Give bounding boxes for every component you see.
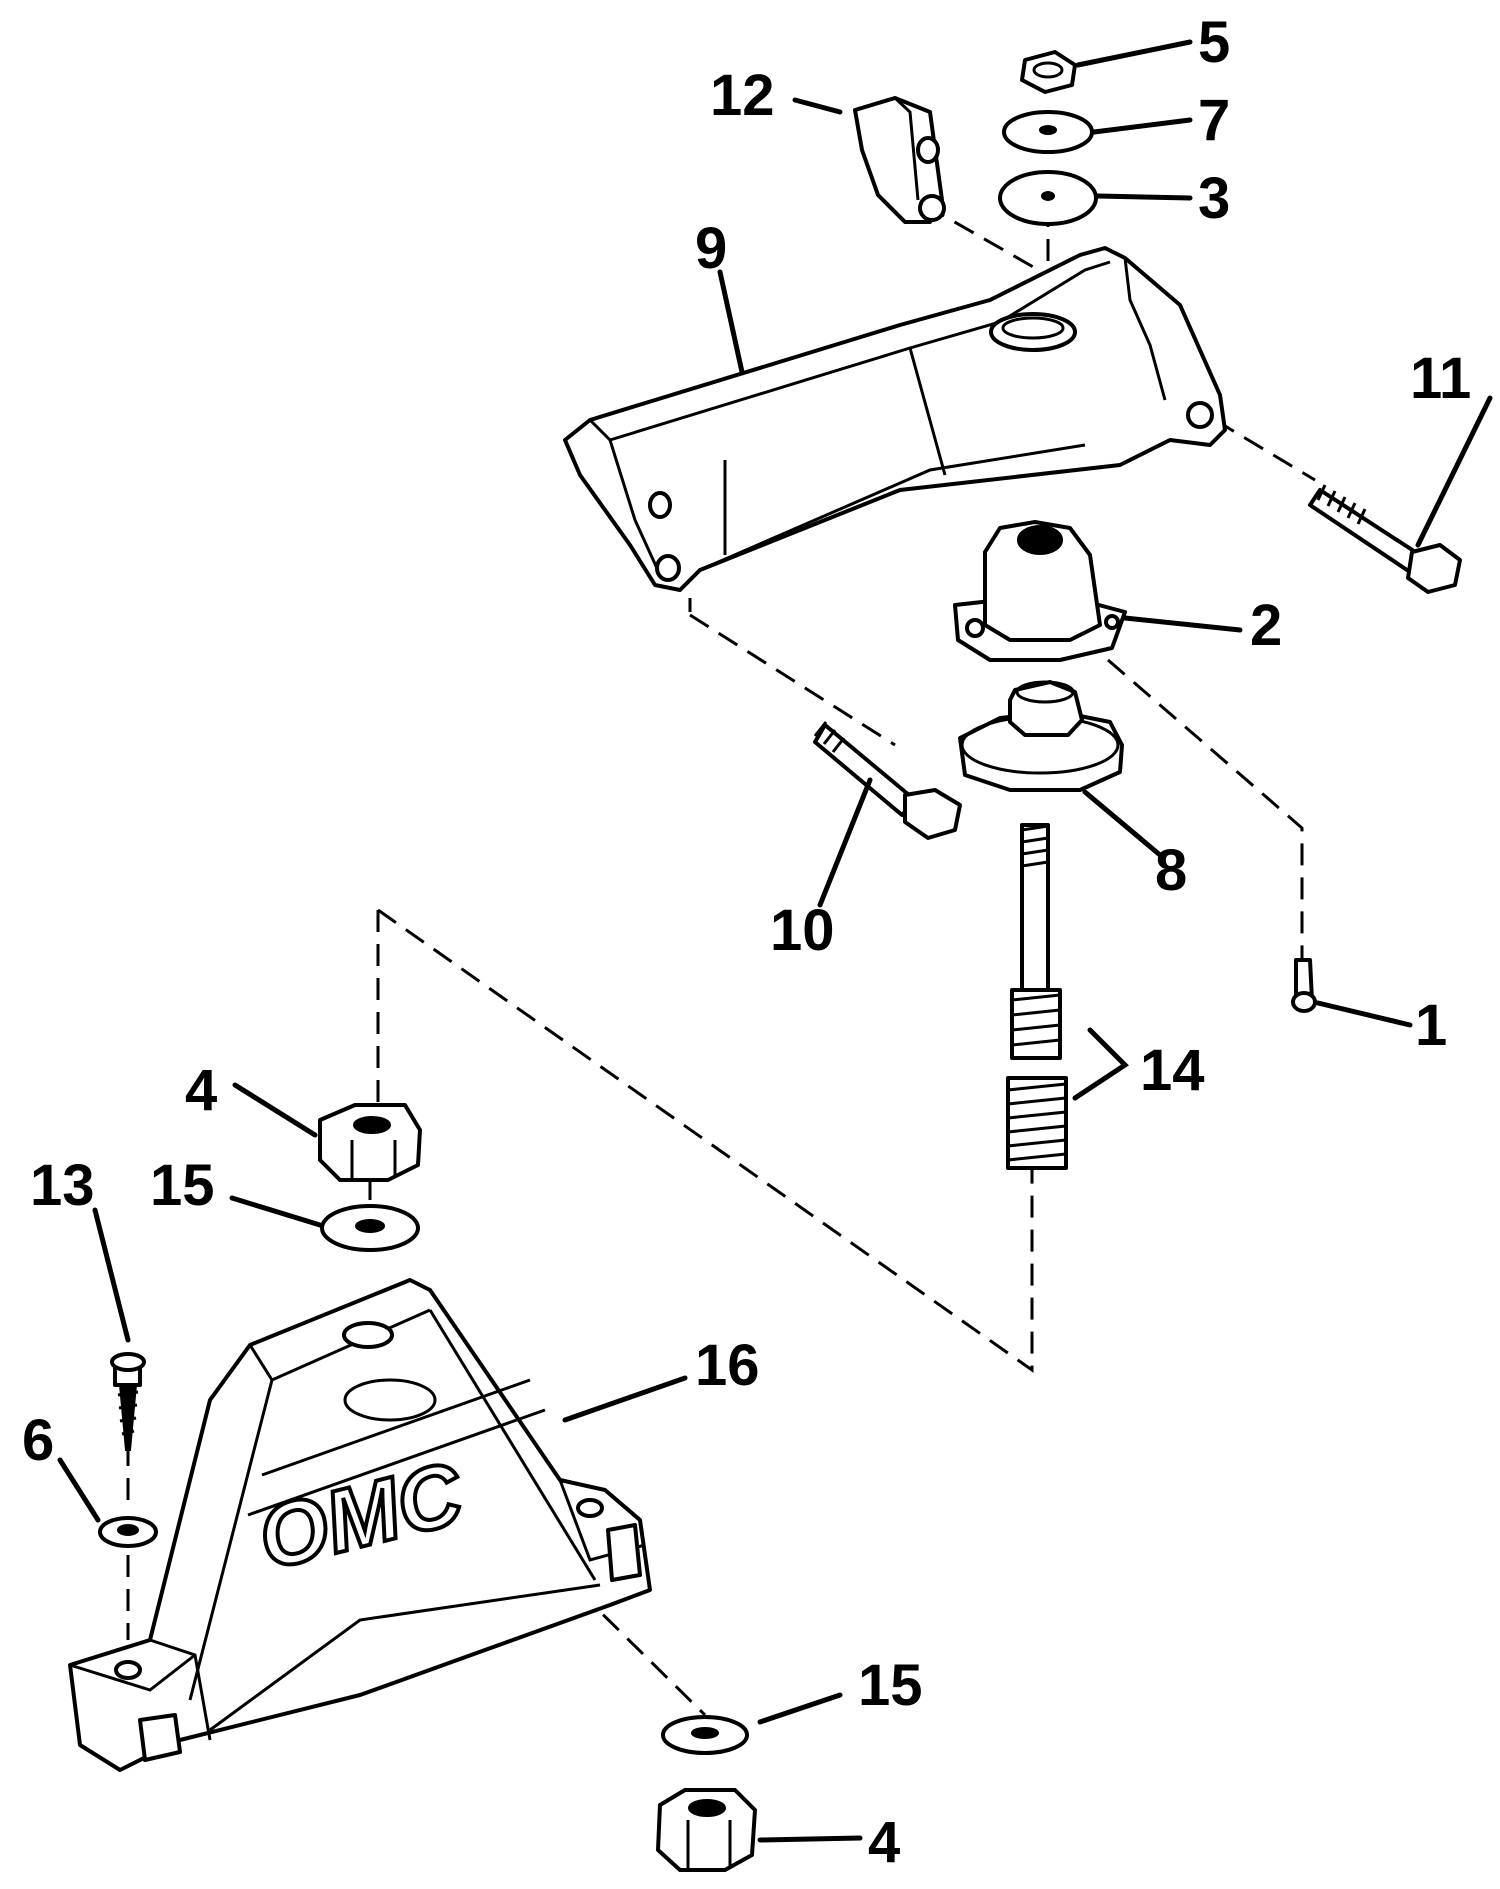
part-7-washer [1002, 110, 1094, 154]
callout-10: 10 [770, 898, 835, 963]
callout-labels: 1 2 3 4 4 5 6 7 8 9 10 11 12 13 14 15 15… [22, 10, 1471, 1875]
callout-13: 13 [30, 1153, 95, 1218]
part-10-bolt [813, 721, 962, 840]
part-16-base-bracket: OMC [68, 1278, 652, 1772]
callout-8: 8 [1155, 838, 1187, 903]
callout-15-top: 15 [150, 1153, 215, 1218]
callout-leader-lines [57, 39, 1493, 1843]
part-3-large-washer [998, 170, 1098, 226]
part-15-washer-bottom [661, 1715, 749, 1755]
part-5-hex-nut [1020, 50, 1077, 94]
callout-5: 5 [1198, 10, 1230, 75]
part-15-washer-top [320, 1204, 420, 1252]
callout-12: 12 [710, 63, 775, 128]
callout-11: 11 [1410, 346, 1471, 411]
callout-1: 1 [1415, 993, 1447, 1058]
part-14-stud-spring [1006, 823, 1068, 1170]
callout-4-bottom: 4 [868, 1810, 900, 1875]
part-4-hex-nut-top [318, 1103, 422, 1182]
part-6-washer [98, 1516, 158, 1548]
part-13-lag-screw [110, 1352, 146, 1451]
callout-9: 9 [695, 216, 727, 281]
part-2-rubber-mount [953, 520, 1127, 662]
part-9-mount-bracket [563, 246, 1227, 592]
callout-7: 7 [1198, 88, 1230, 153]
callout-14: 14 [1140, 1038, 1205, 1103]
callout-6: 6 [22, 1408, 54, 1473]
callout-4-top: 4 [185, 1058, 217, 1123]
part-12-clamp-bracket [853, 96, 946, 224]
callout-2: 2 [1250, 593, 1282, 658]
callout-16: 16 [695, 1333, 760, 1398]
part-11-bolt [1308, 484, 1462, 594]
part-8-isolator [958, 680, 1124, 792]
callout-15-bottom: 15 [858, 1653, 923, 1718]
part-4-hex-nut-bottom [656, 1788, 757, 1872]
part-1-screw [1291, 958, 1317, 1013]
callout-3: 3 [1198, 166, 1230, 231]
